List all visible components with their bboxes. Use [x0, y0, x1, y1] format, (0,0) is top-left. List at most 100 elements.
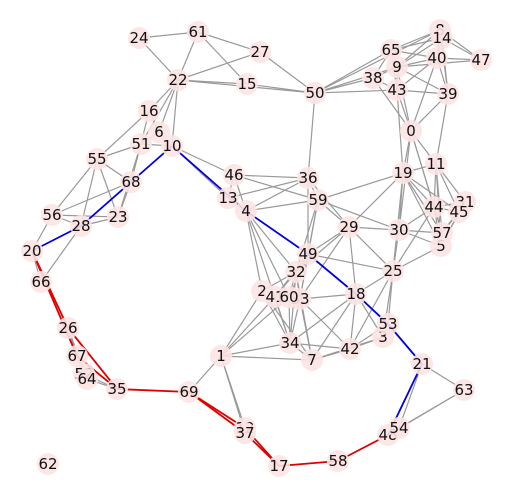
node-38: 38	[362, 67, 384, 89]
node-68: 68	[120, 171, 142, 193]
node-61: 61	[187, 21, 209, 43]
node-22: 22	[167, 69, 189, 91]
node-label: 47	[471, 51, 490, 69]
node-25: 25	[382, 260, 404, 282]
node-label: 7	[307, 351, 317, 369]
node-55: 55	[86, 148, 108, 170]
edge-46-36	[234, 175, 308, 178]
node-label: 1	[216, 347, 226, 365]
node-30: 30	[388, 219, 410, 241]
node-label: 27	[250, 43, 269, 61]
red-path-edge-20-67	[32, 251, 77, 356]
node-57: 57	[431, 222, 453, 244]
node-label: 59	[308, 191, 327, 209]
node-label: 23	[108, 208, 127, 226]
node-53: 53	[377, 313, 399, 335]
node-21: 21	[411, 353, 433, 375]
node-label: 43	[387, 81, 406, 99]
node-32: 32	[285, 261, 307, 283]
node-label: 13	[218, 189, 237, 207]
edge-50-36	[308, 93, 315, 178]
node-69: 69	[178, 381, 200, 403]
node-label: 24	[129, 29, 148, 47]
node-29: 29	[338, 216, 360, 238]
node-label: 62	[38, 455, 57, 473]
node-label: 45	[449, 203, 468, 221]
node-36: 36	[297, 167, 319, 189]
node-label: 54	[389, 419, 408, 437]
node-label: 22	[168, 71, 187, 89]
nodes-layer: 0123456789101112131415161718192021222324…	[21, 19, 492, 477]
node-label: 15	[237, 75, 256, 93]
node-16: 16	[138, 100, 160, 122]
edge-2-1	[221, 291, 262, 356]
node-label: 44	[424, 198, 443, 216]
node-label: 55	[87, 150, 106, 168]
node-label: 38	[363, 69, 382, 87]
node-label: 58	[328, 452, 347, 470]
node-label: 30	[389, 221, 408, 239]
node-10: 10	[161, 135, 183, 157]
edge-50-9	[315, 67, 397, 93]
node-34: 34	[279, 332, 301, 354]
node-15: 15	[236, 73, 258, 95]
node-63: 63	[453, 379, 475, 401]
node-label: 51	[131, 135, 150, 153]
node-label: 39	[438, 85, 457, 103]
node-label: 61	[188, 23, 207, 41]
node-7: 7	[301, 349, 323, 371]
node-label: 37	[235, 424, 254, 442]
node-label: 4	[241, 202, 251, 220]
node-label: 49	[298, 245, 317, 263]
node-44: 44	[423, 196, 445, 218]
node-27: 27	[249, 41, 271, 63]
node-54: 54	[388, 417, 410, 439]
node-label: 17	[269, 457, 288, 475]
node-label: 25	[383, 262, 402, 280]
node-label: 46	[224, 166, 243, 184]
edge-50-43	[315, 90, 397, 93]
node-label: 50	[305, 84, 324, 102]
node-64: 64	[76, 368, 98, 390]
node-46: 46	[223, 164, 245, 186]
node-11: 11	[425, 153, 447, 175]
node-label: 60	[279, 288, 298, 306]
node-67: 67	[66, 345, 88, 367]
node-label: 18	[346, 285, 365, 303]
node-label: 35	[107, 380, 126, 398]
node-label: 26	[58, 319, 77, 337]
node-19: 19	[392, 162, 414, 184]
node-label: 29	[339, 218, 358, 236]
node-20: 20	[21, 240, 43, 262]
node-43: 43	[386, 79, 408, 101]
node-24: 24	[128, 27, 150, 49]
node-label: 68	[121, 173, 140, 191]
node-label: 28	[71, 217, 90, 235]
node-label: 40	[427, 49, 446, 67]
node-39: 39	[437, 83, 459, 105]
node-14: 14	[431, 27, 453, 49]
node-label: 42	[340, 340, 359, 358]
node-label: 32	[286, 263, 305, 281]
node-37: 37	[234, 422, 256, 444]
edge-1-7	[221, 356, 312, 360]
node-label: 16	[139, 102, 158, 120]
node-28: 28	[70, 215, 92, 237]
node-62: 62	[37, 453, 59, 475]
node-35: 35	[106, 378, 128, 400]
node-23: 23	[107, 206, 129, 228]
node-label: 67	[67, 347, 86, 365]
node-65: 65	[380, 39, 402, 61]
node-label: 36	[298, 169, 317, 187]
node-13: 13	[217, 187, 239, 209]
node-label: 56	[42, 206, 61, 224]
node-label: 14	[432, 29, 451, 47]
node-label: 66	[31, 273, 50, 291]
node-17: 17	[268, 455, 290, 477]
node-label: 9	[392, 58, 402, 76]
node-label: 64	[77, 370, 96, 388]
node-18: 18	[345, 283, 367, 305]
node-40: 40	[426, 47, 448, 69]
